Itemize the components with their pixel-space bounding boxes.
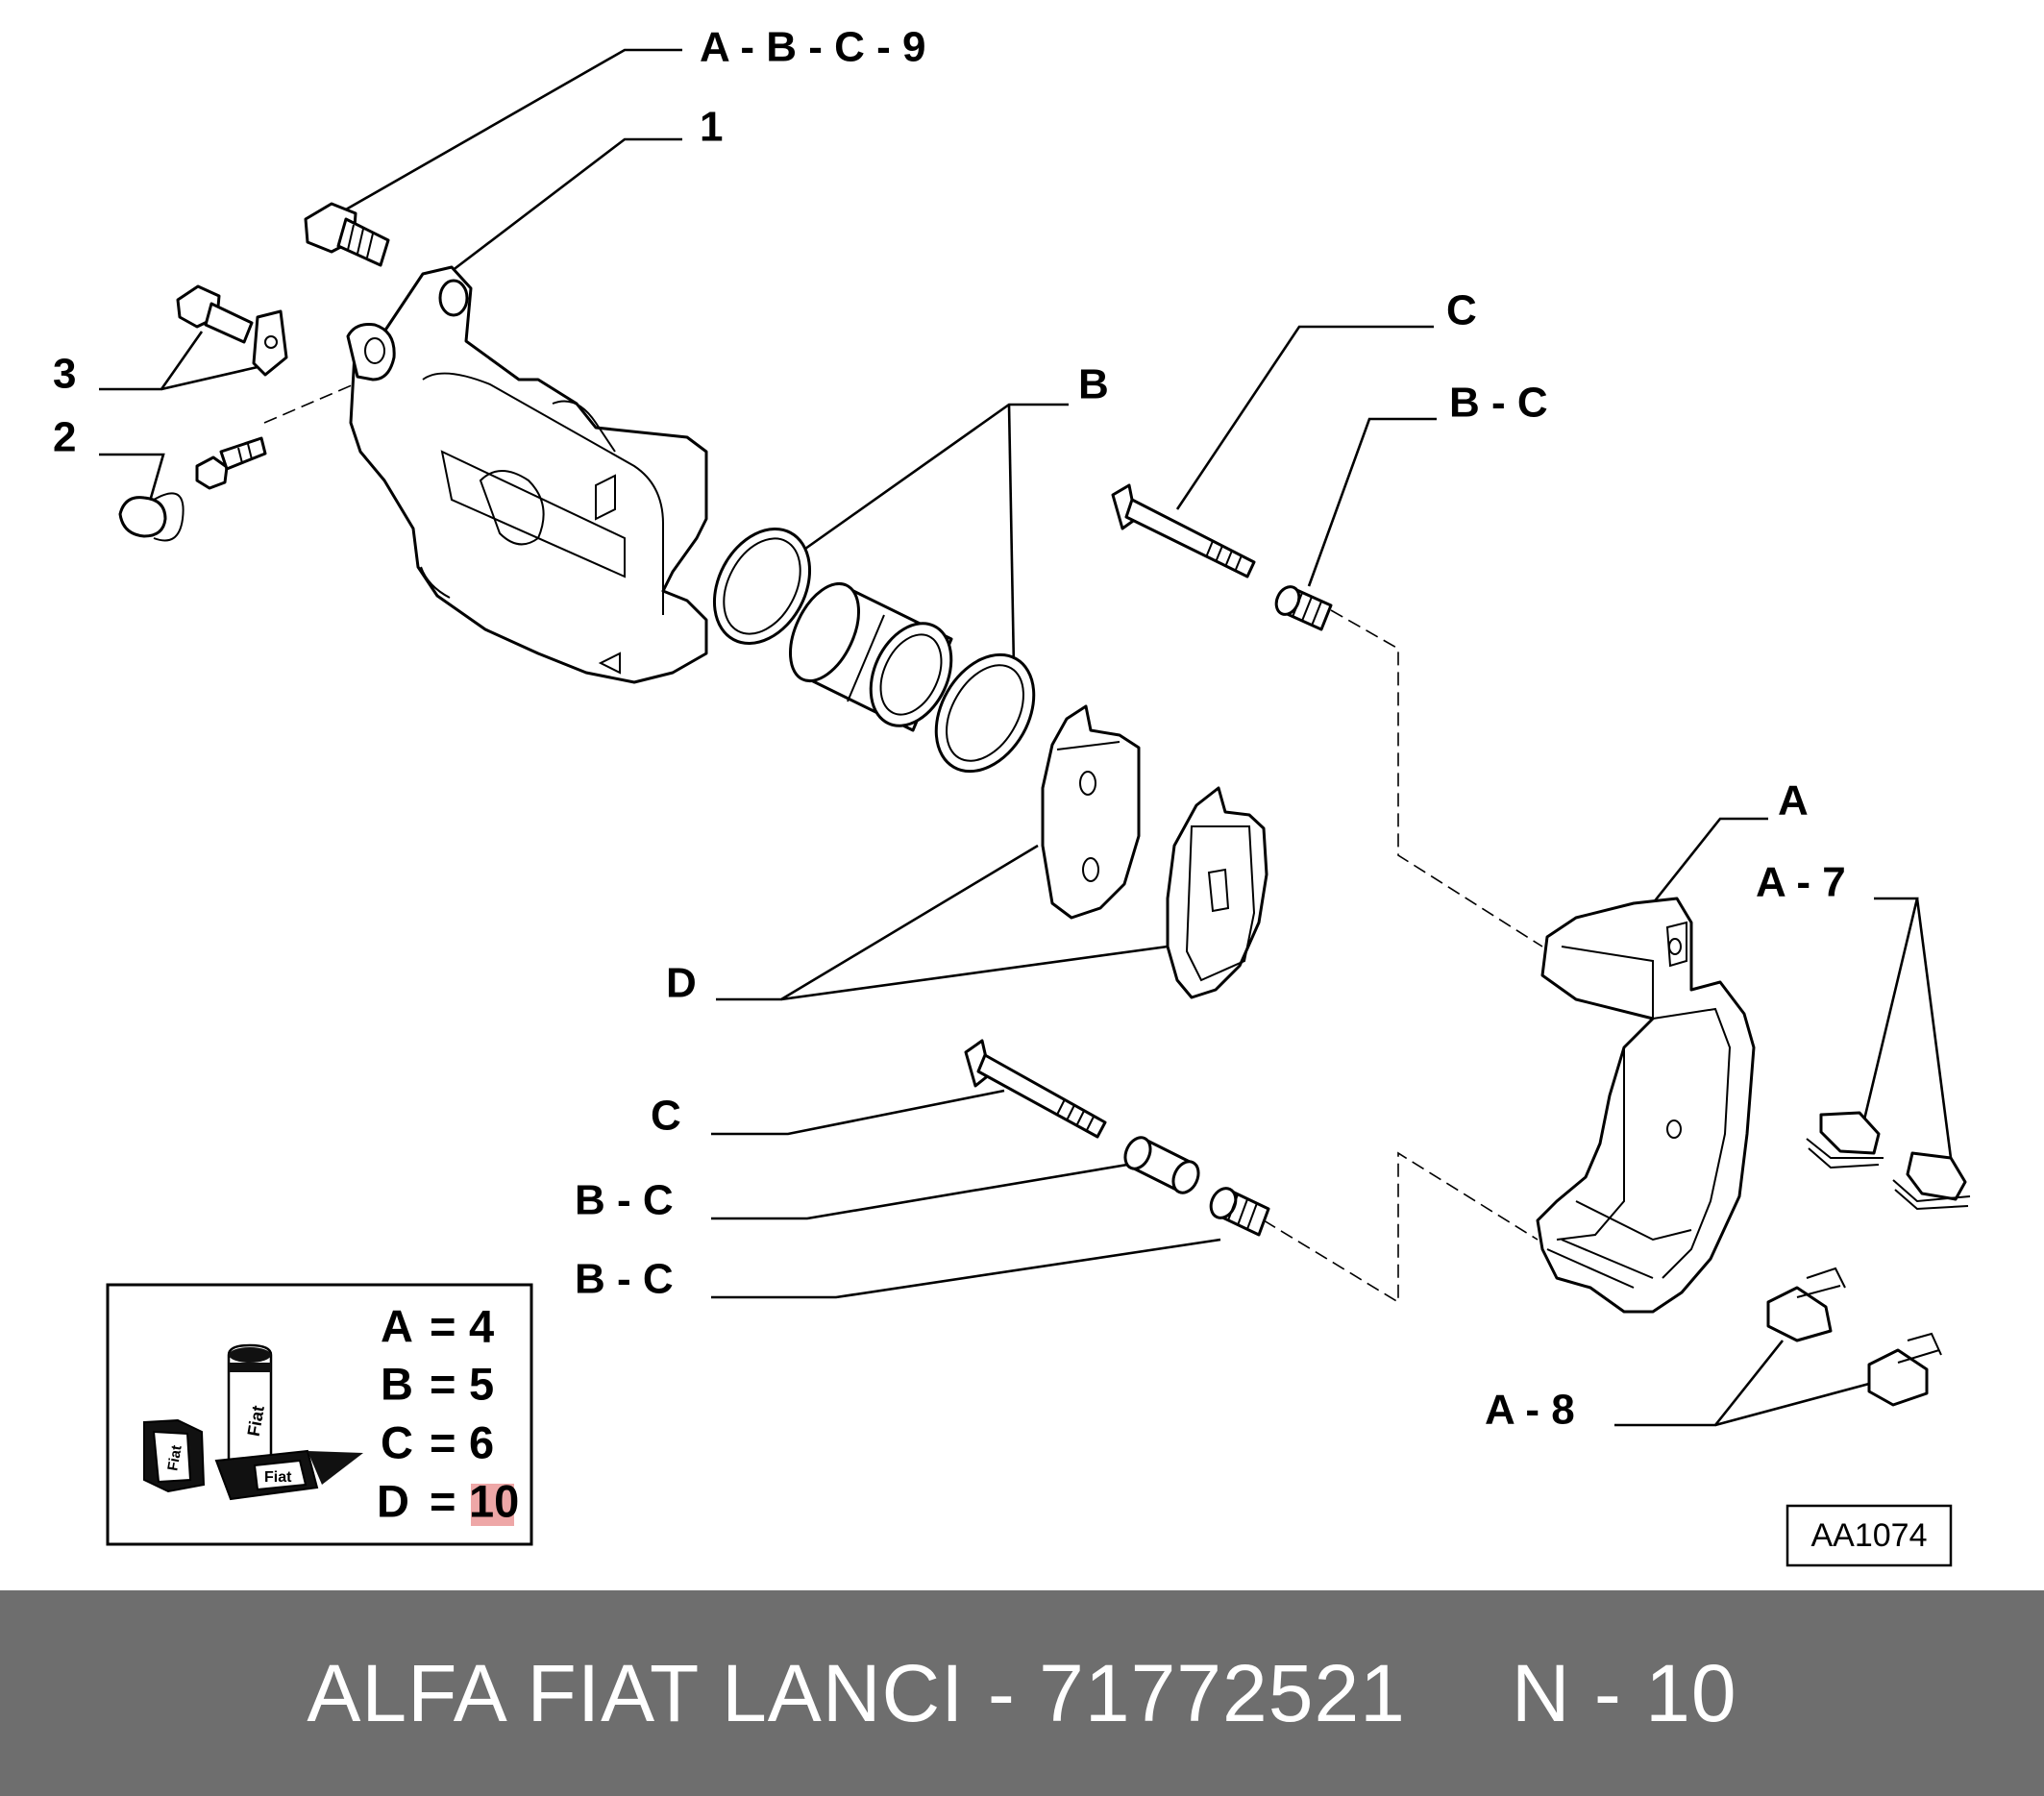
guide-pin-upper	[1111, 483, 1256, 578]
legend-eq-b: =	[430, 1358, 456, 1409]
label-guide-pin-upper: C	[1446, 287, 1477, 334]
legend-value-c: 6	[469, 1416, 494, 1467]
pad-clips-lower	[1766, 1267, 1942, 1407]
piston	[789, 581, 953, 732]
legend-letter-b: B	[381, 1358, 413, 1409]
bracket-bolt	[176, 284, 288, 377]
label-bracket-bolt: 3	[53, 351, 76, 398]
caliper-bolt	[304, 202, 390, 267]
alignment-lines	[263, 366, 1543, 1304]
label-sleeve-lower: B - C	[575, 1177, 674, 1224]
legend-value-d: 10	[469, 1475, 519, 1526]
bushing-upper	[1274, 585, 1333, 631]
label-caliper-body: 1	[700, 104, 723, 151]
legend-box: Fiat Fiat Fiat A = 4 B = 5 C = 6 D = 10	[106, 1283, 533, 1546]
label-carrier: A	[1778, 777, 1809, 824]
diagram-svg: A - B - C - 9 1 3 2 B C B - C D A A - 7 …	[53, 24, 1971, 1567]
bushing-lower	[1209, 1187, 1270, 1237]
pkg-label-3: Fiat	[264, 1469, 292, 1486]
brake-pad-outer	[1166, 786, 1268, 999]
diagram-code-box: AA1074	[1785, 1504, 1953, 1567]
label-clips-lower: A - 8	[1485, 1387, 1575, 1434]
label-top-bolt: A - B - C - 9	[700, 24, 925, 71]
footer-caption: ALFA FIAT LANCI - 71772521 N - 10	[0, 1590, 2044, 1796]
caliper-body	[346, 265, 708, 684]
sleeve-lower	[1123, 1136, 1200, 1194]
footer-brand-part: ALFA FIAT LANCI - 71772521	[307, 1647, 1406, 1738]
label-piston-seal: B	[1078, 361, 1109, 408]
legend-letter-d: D	[377, 1475, 409, 1526]
caliper-carrier	[1536, 897, 1756, 1314]
dust-boot	[934, 652, 1036, 774]
legend-value-a: 4	[469, 1300, 494, 1351]
label-pads: D	[666, 960, 697, 1007]
label-bushing-lower: B - C	[575, 1256, 674, 1303]
legend-letter-c: C	[381, 1416, 413, 1467]
diagram-code: AA1074	[1811, 1517, 1928, 1554]
pkg-label-1: Fiat	[164, 1444, 185, 1472]
label-clips-upper: A - 7	[1756, 859, 1846, 906]
label-guide-pin-lower: C	[651, 1093, 681, 1140]
legend-value-b: 5	[469, 1358, 494, 1409]
leader-lines	[99, 48, 1953, 1427]
footer-position: N - 10	[1511, 1647, 1737, 1738]
guide-pin-lower	[964, 1039, 1107, 1139]
legend-eq-a: =	[430, 1300, 456, 1351]
label-bleeder: 2	[53, 414, 76, 461]
legend-letter-a: A	[381, 1300, 413, 1351]
piston-seal	[712, 527, 812, 646]
pad-clips-upper	[1806, 1111, 1971, 1211]
grease-package-icon: Fiat Fiat Fiat	[143, 1343, 363, 1501]
legend-eq-d: =	[430, 1475, 456, 1526]
highlight-marker	[471, 1484, 514, 1526]
label-bushing-upper: B - C	[1449, 380, 1548, 427]
bleeder-screw	[118, 436, 267, 542]
exploded-diagram: A - B - C - 9 1 3 2 B C B - C D A A - 7 …	[53, 24, 1971, 1567]
brake-pad-inner	[1041, 704, 1141, 920]
legend-eq-c: =	[430, 1416, 456, 1467]
footer-bar: ALFA FIAT LANCI - 71772521 N - 10	[0, 1590, 2044, 1796]
